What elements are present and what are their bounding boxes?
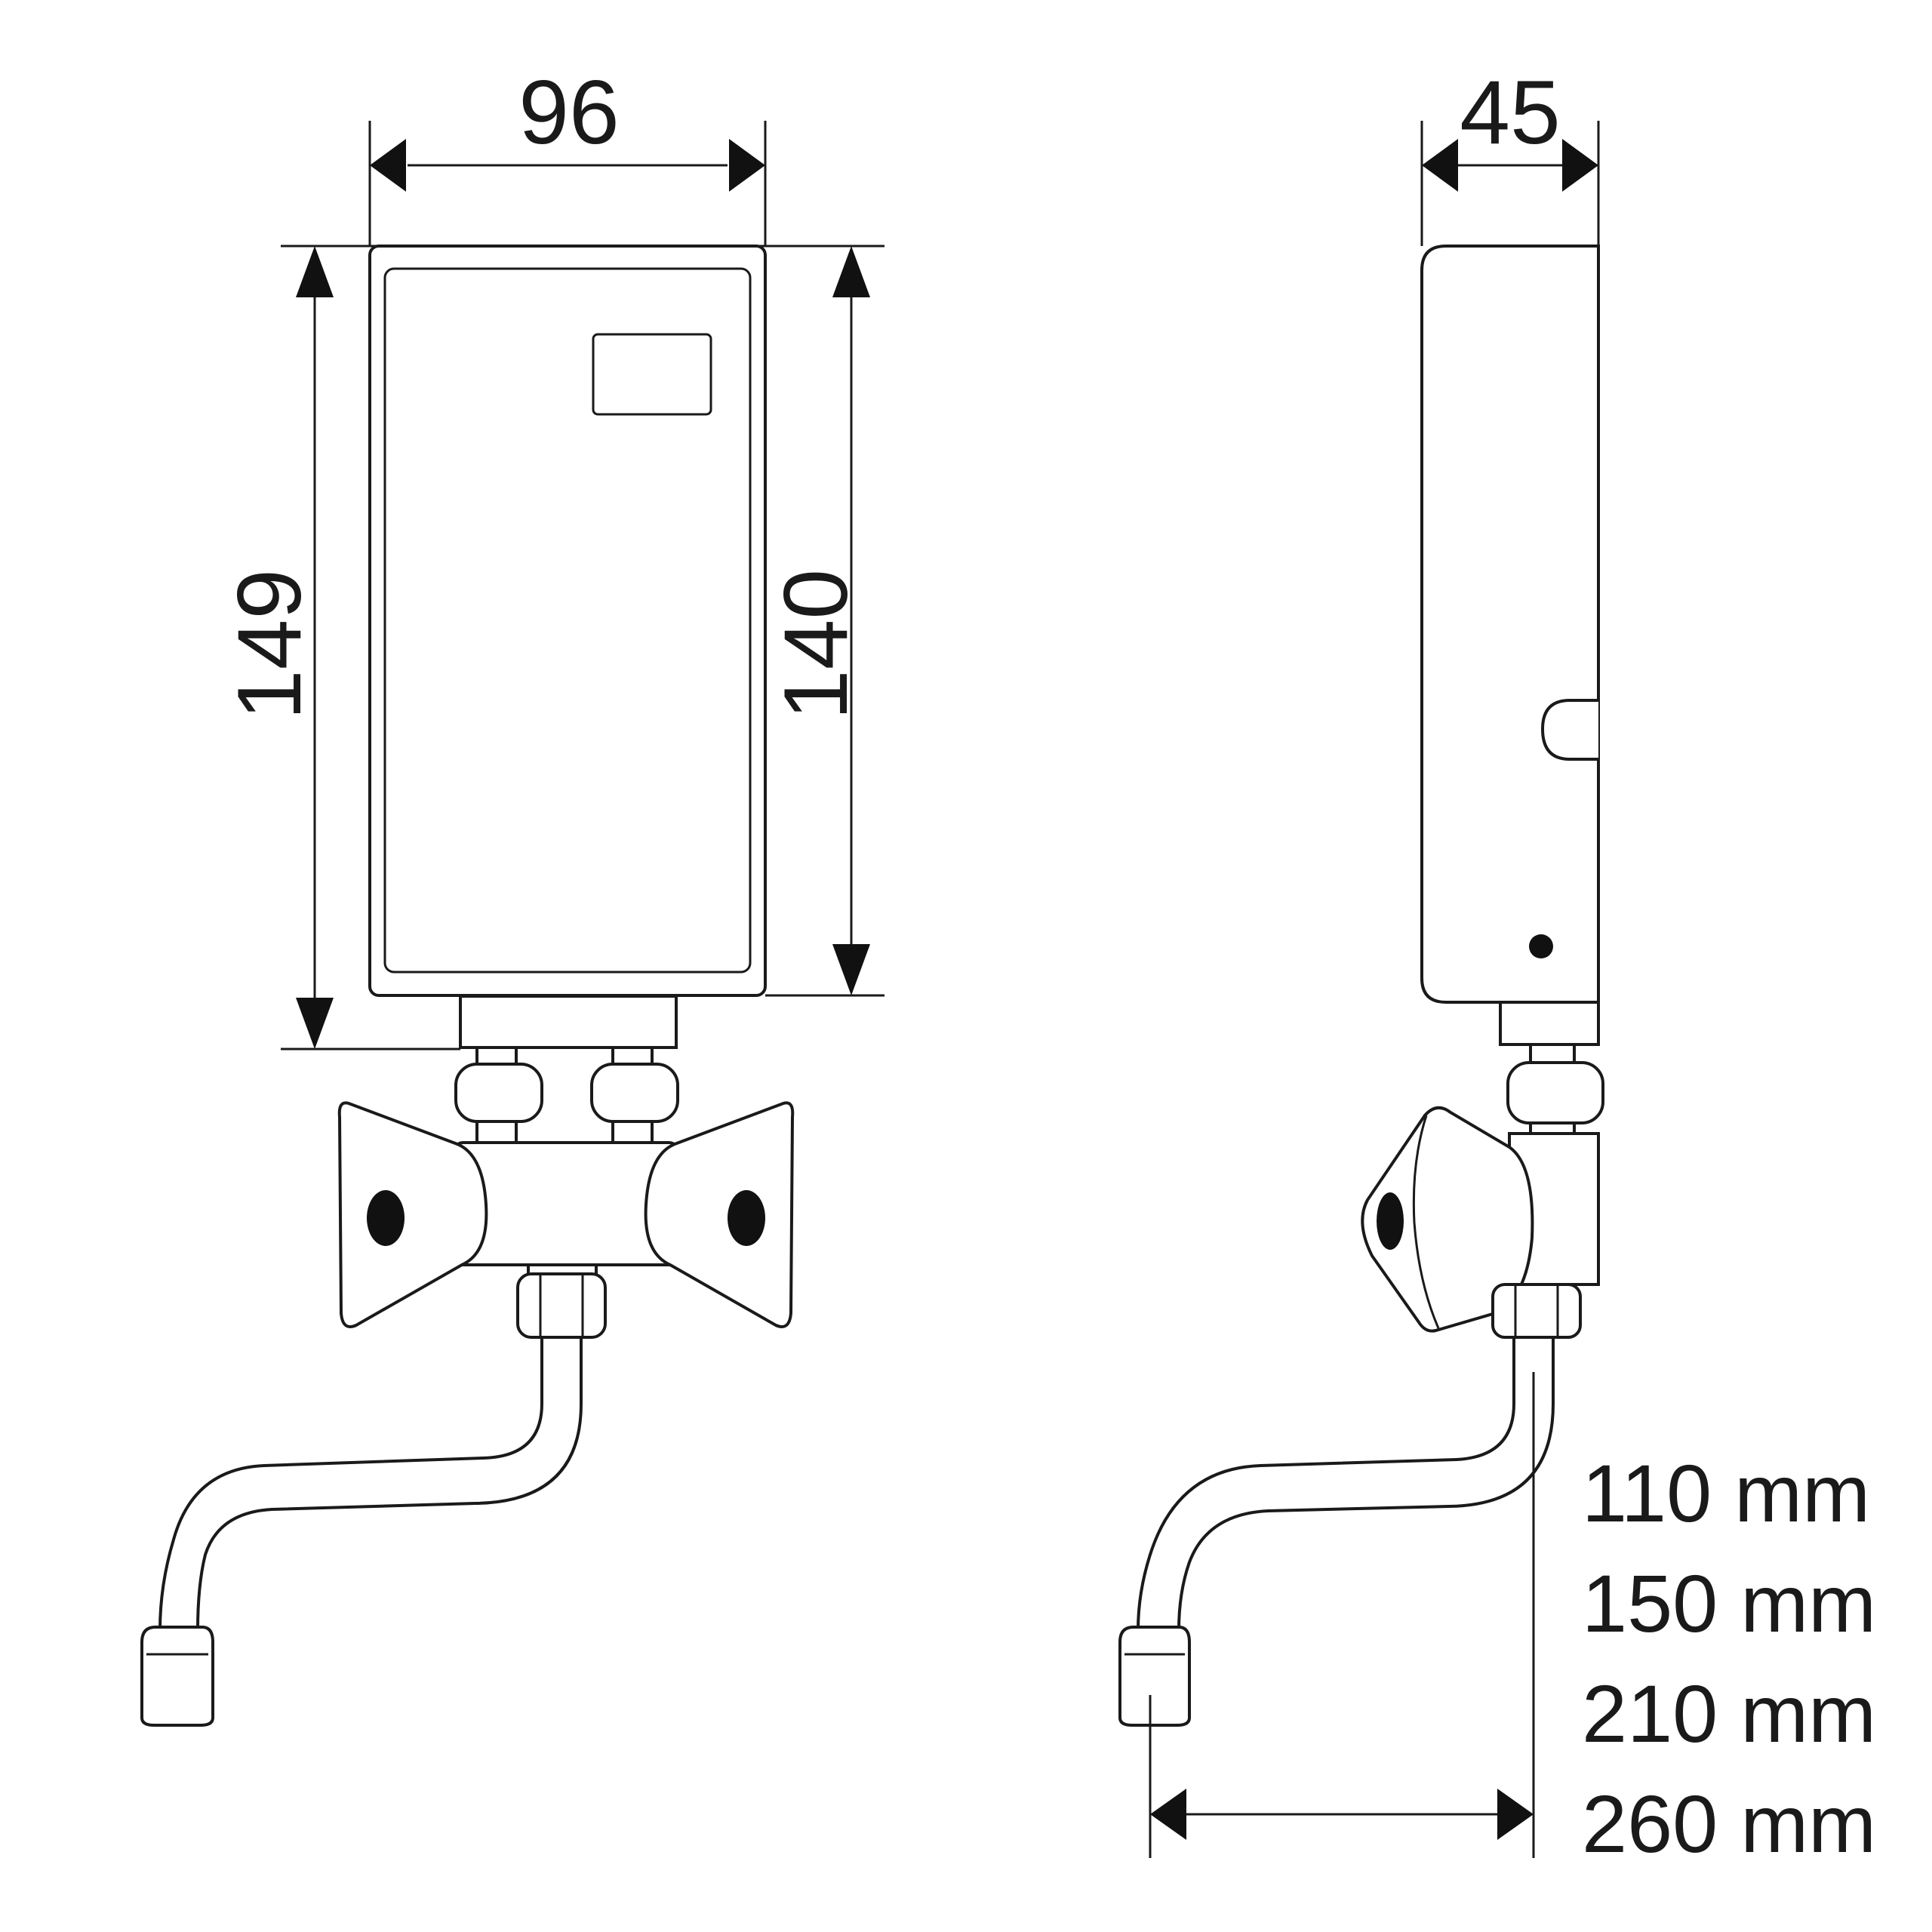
dim-front-width: 96	[368, 62, 767, 246]
side-screw	[1529, 934, 1553, 958]
front-left-stub-lower	[475, 1120, 518, 1144]
dim-front-height-total-label: 149	[219, 569, 320, 720]
side-outlet-nut	[1491, 1283, 1582, 1339]
front-left-handle-hole	[367, 1190, 405, 1246]
front-right-handle-hole	[728, 1190, 765, 1246]
side-spout	[1137, 1336, 1515, 1632]
side-housing	[1420, 245, 1600, 1004]
dim-front-height-body-label: 140	[765, 569, 866, 720]
front-view	[140, 245, 795, 1727]
front-right-handle	[644, 1101, 795, 1328]
dim-side-depth: 45	[1420, 62, 1600, 246]
side-handle-hole	[1377, 1192, 1404, 1250]
front-right-stub-lower	[611, 1120, 654, 1144]
side-stub-lower	[1529, 1121, 1576, 1135]
front-panel	[383, 267, 752, 974]
dim-spout-reach	[1149, 1372, 1535, 1858]
front-connector-block	[459, 995, 678, 1049]
side-view	[1118, 245, 1604, 1727]
front-left-nut	[454, 1063, 543, 1123]
front-outlet-nut	[516, 1272, 607, 1339]
front-housing	[368, 245, 767, 997]
spout-length-150: 150 mm	[1582, 1558, 1876, 1649]
spout-length-210: 210 mm	[1582, 1668, 1876, 1759]
front-right-nut	[590, 1063, 679, 1123]
side-nut	[1506, 1061, 1604, 1124]
front-display	[592, 333, 712, 416]
dim-front-width-label: 96	[518, 62, 619, 163]
front-spout	[158, 1336, 543, 1632]
front-left-handle	[337, 1101, 488, 1328]
side-spout-aerator	[1118, 1626, 1191, 1727]
side-handle	[1361, 1106, 1534, 1333]
dim-side-depth-label: 45	[1460, 62, 1560, 163]
spout-length-110: 110 mm	[1582, 1447, 1870, 1539]
dim-front-height-body: 140	[765, 246, 884, 997]
side-tab	[1540, 699, 1598, 761]
spout-length-260: 260 mm	[1582, 1778, 1876, 1869]
dim-front-height-total: 149	[219, 245, 884, 1051]
front-spout-aerator	[140, 1626, 214, 1727]
spout-length-list: 110 mm 150 mm 210 mm 260 mm	[1582, 1447, 1876, 1869]
side-connector-block	[1499, 1001, 1600, 1046]
